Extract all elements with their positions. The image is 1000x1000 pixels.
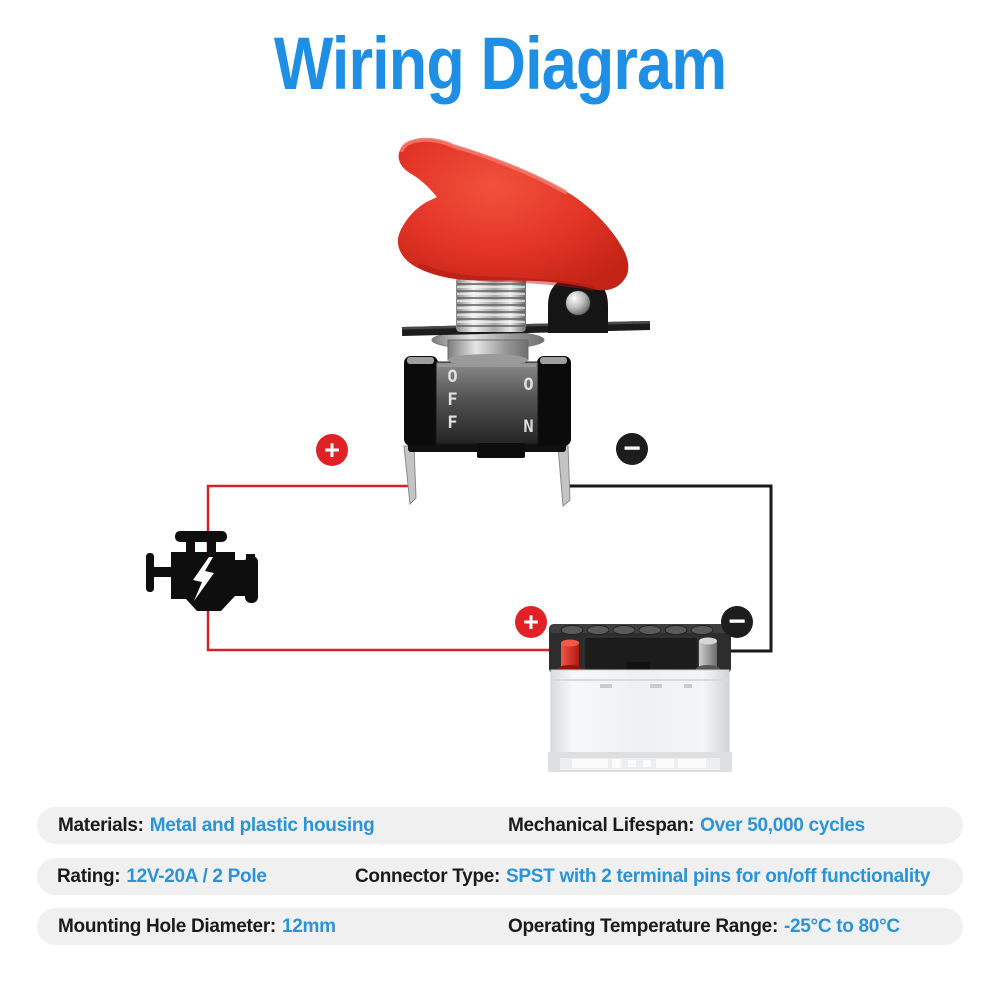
battery-negative-badge: − (721, 606, 753, 638)
switch-off-label: OFF (447, 367, 458, 433)
spec-mechanical-lifespan: Mechanical Lifespan:Over 50,000 cycles (508, 815, 865, 837)
spec-value: 12V-20A / 2 Pole (126, 865, 267, 887)
spec-label: Connector Type: (355, 865, 501, 887)
page-title-text: Wiring Diagram (273, 22, 727, 105)
wiring-diagram-canvas (146, 137, 773, 772)
spec-connector-type: Connector Type:SPST with 2 terminal pins… (355, 866, 930, 888)
spec-label: Operating Temperature Range: (508, 915, 778, 937)
spec-row-rating-connector: Rating:12V-20A / 2 Pole Connector Type:S… (37, 858, 963, 895)
switch-negative-badge: − (616, 433, 648, 465)
spec-label: Rating: (57, 865, 121, 887)
spec-rating: Rating:12V-20A / 2 Pole (57, 866, 267, 888)
battery-icon (548, 624, 732, 772)
page-title: Wiring Diagram (0, 26, 1000, 102)
battery-negative-terminal (696, 637, 720, 673)
spec-value: Metal and plastic housing (149, 814, 375, 836)
switch-cover-shape (397, 138, 629, 291)
battery-positive-terminal (558, 639, 582, 673)
lightning-bolt-icon (193, 557, 214, 601)
engine-body (171, 552, 255, 611)
hinge-bracket (548, 277, 608, 333)
spec-materials: Materials:Metal and plastic housing (58, 814, 375, 837)
spec-operating-temperature-range: Operating Temperature Range:-25°C to 80°… (508, 916, 900, 938)
battery-positive-badge: + (515, 606, 547, 638)
spec-label: Mounting Hole Diameter: (58, 915, 276, 937)
switch-pin-right (557, 445, 571, 508)
positive-wire (206, 484, 566, 652)
toggle-switch (397, 137, 651, 508)
spec-label: Materials: (58, 814, 144, 836)
battery-cell-caps (560, 625, 714, 635)
switch-pin-left (403, 445, 417, 506)
spec-value: 12mm (281, 915, 336, 937)
threaded-collar (456, 277, 526, 332)
battery-body (550, 669, 730, 757)
engine-icon (146, 531, 258, 611)
switch-positive-badge: + (316, 434, 348, 466)
spec-value: SPST with 2 terminal pins for on/off fun… (506, 865, 931, 887)
switch-on-label: ON (523, 375, 534, 437)
spec-row-materials-lifespan: Materials:Metal and plastic housing Mech… (37, 807, 963, 844)
switch-cover (397, 137, 629, 291)
spec-row-mounting-temperature: Mounting Hole Diameter:12mm Operating Te… (37, 908, 963, 945)
spec-label: Mechanical Lifespan: (508, 814, 695, 836)
spec-value: -25°C to 80°C (783, 915, 900, 937)
spec-value: Over 50,000 cycles (700, 814, 865, 836)
negative-wire (566, 484, 773, 653)
switch-body (404, 356, 571, 458)
battery-base (548, 752, 732, 772)
spec-mounting-hole-diameter: Mounting Hole Diameter:12mm (58, 916, 336, 938)
hex-nut (431, 330, 545, 366)
hinge-pivot-ball (565, 290, 591, 316)
